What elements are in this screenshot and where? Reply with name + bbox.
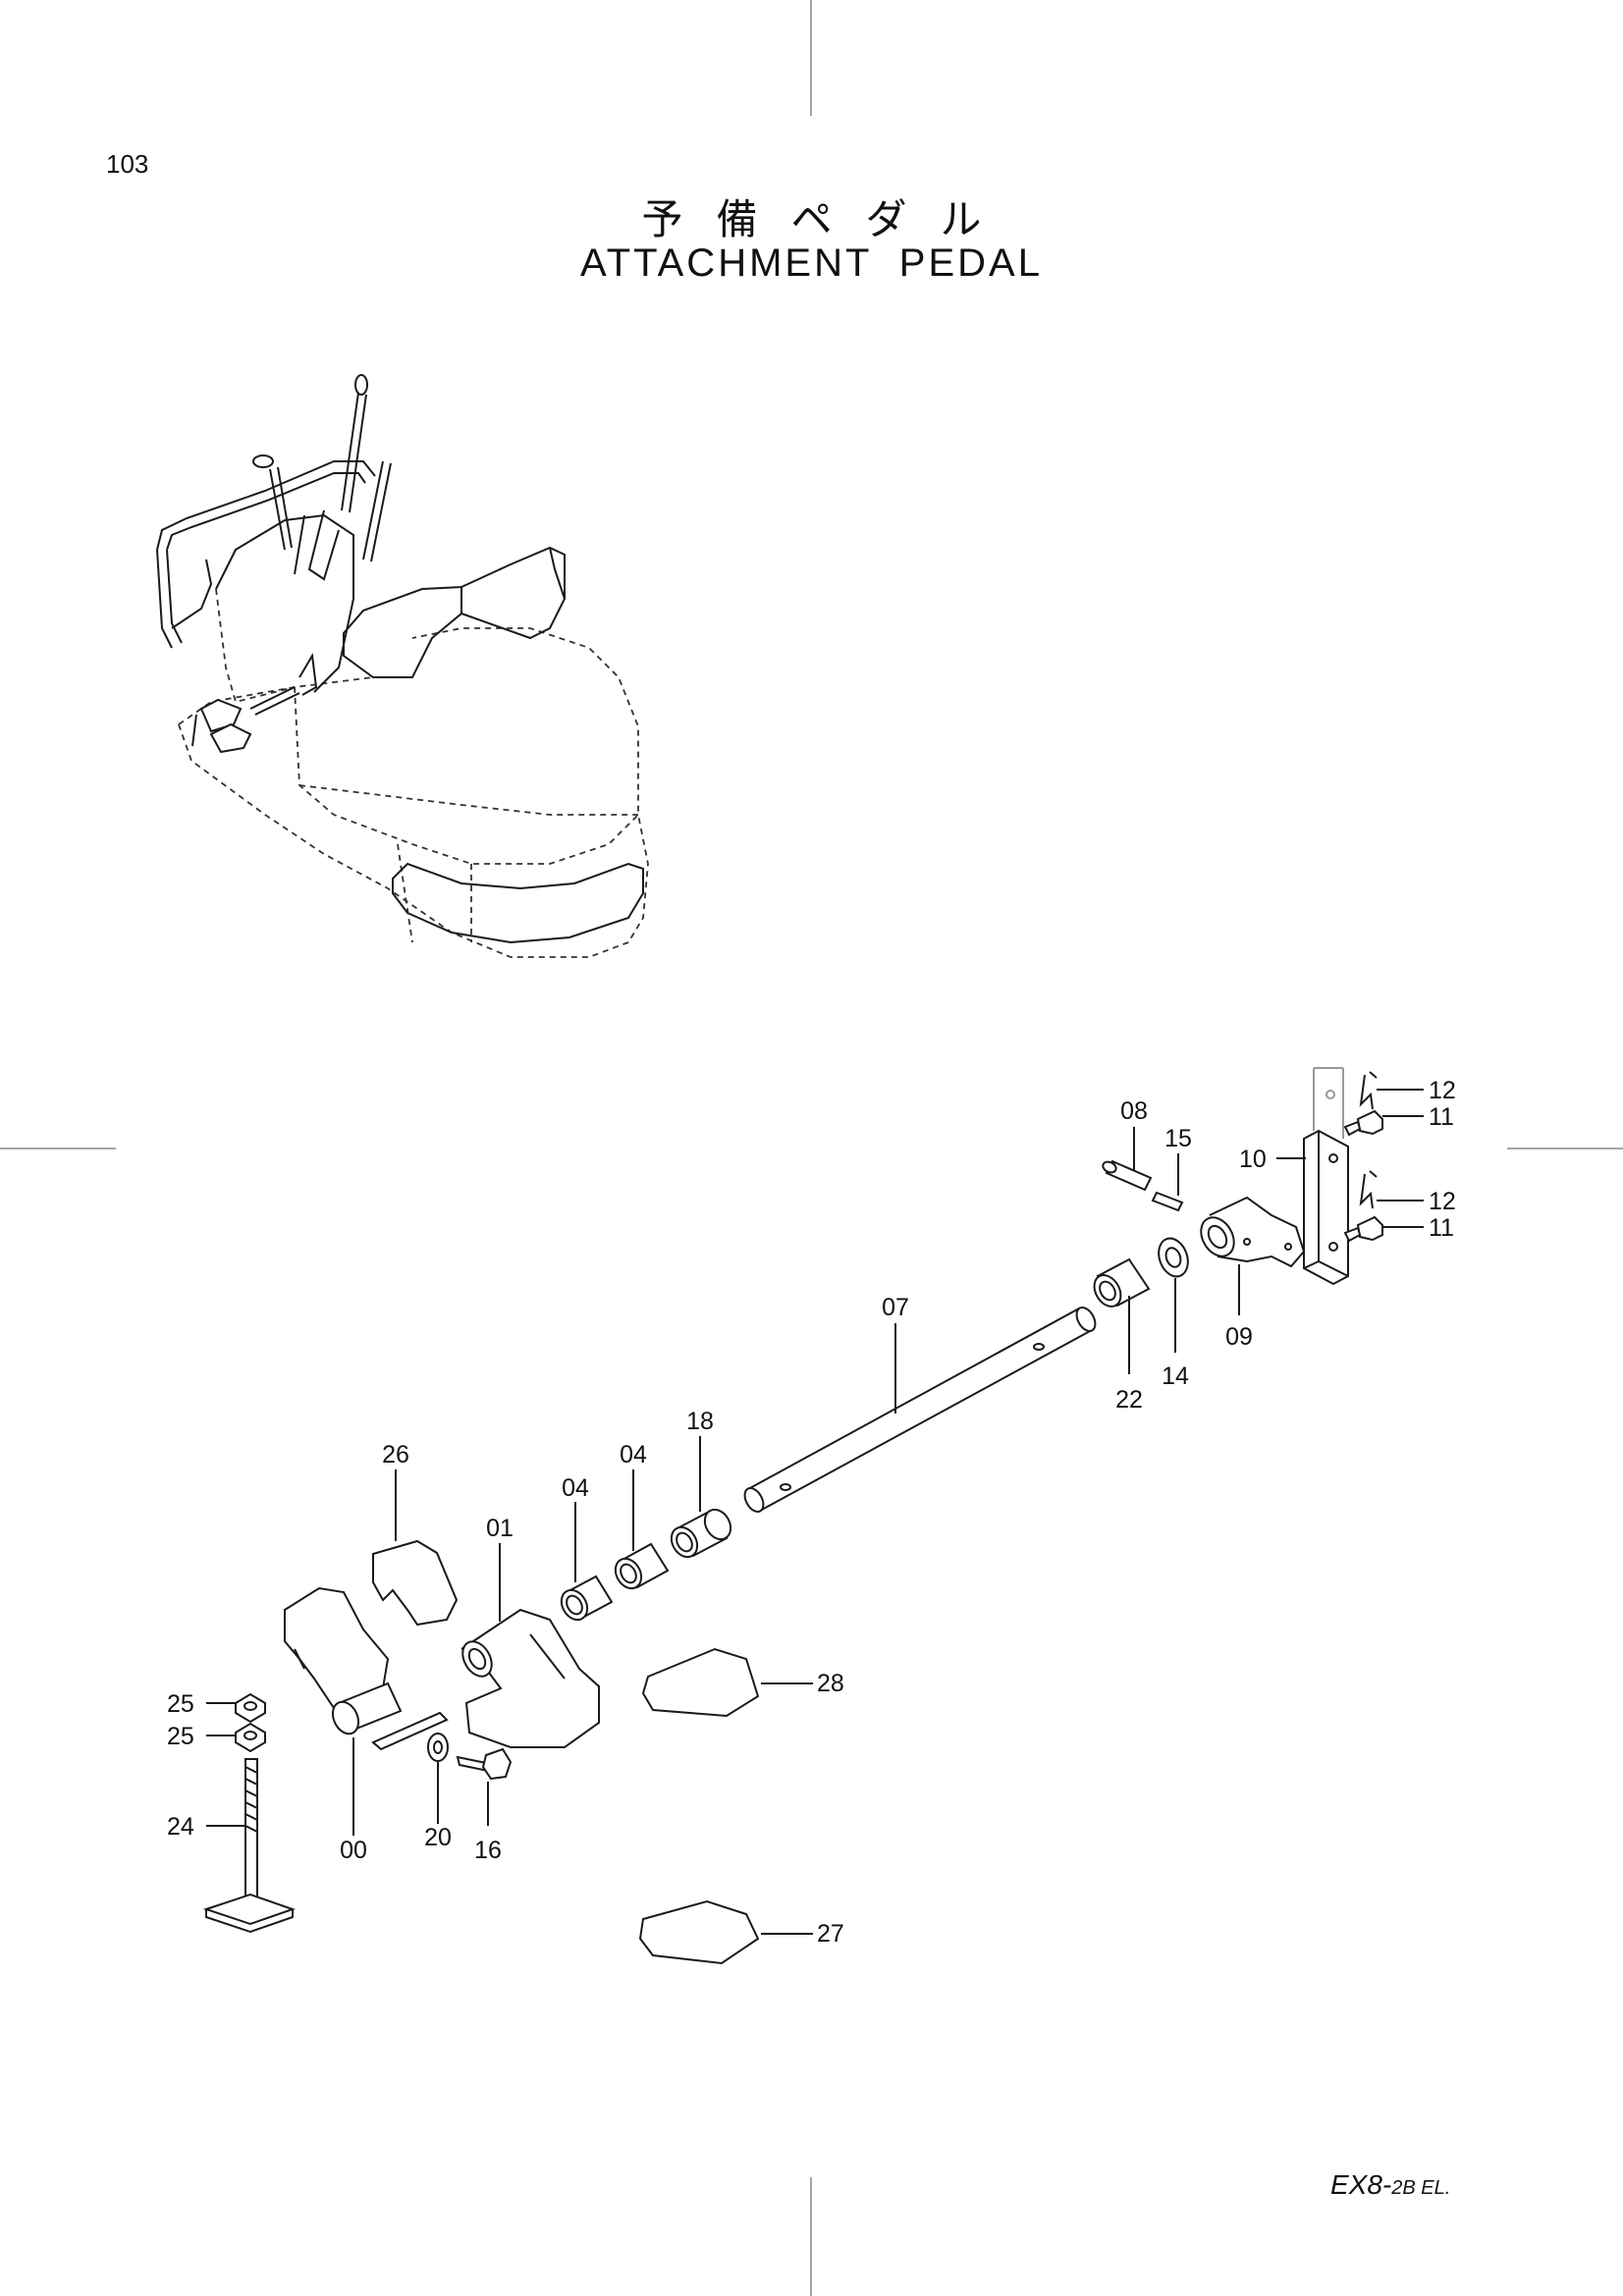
callout-28: 28 (817, 1670, 844, 1697)
callout-26: 26 (382, 1441, 409, 1468)
part-25-nut-lower (235, 1722, 266, 1753)
callout-09: 09 (1225, 1323, 1253, 1351)
part-12-clip-upper (1359, 1071, 1378, 1110)
callout-18: 18 (686, 1408, 714, 1435)
callout-11-upper: 11 (1429, 1103, 1454, 1131)
callout-04-lower: 04 (562, 1474, 589, 1502)
part-04-bushing-a (614, 1542, 670, 1590)
part-15-pin (1151, 1191, 1184, 1212)
callout-12-lower: 12 (1429, 1188, 1456, 1215)
part-26-cover (372, 1539, 459, 1627)
callout-12-upper: 12 (1429, 1077, 1456, 1104)
page-number: 103 (106, 149, 149, 179)
title-japanese: 予備ペダル (641, 195, 1015, 243)
callout-00: 00 (340, 1837, 367, 1864)
part-14-washer (1158, 1237, 1189, 1278)
part-11-bolt-upper (1343, 1109, 1383, 1137)
part-00-pedal-bracket (284, 1586, 449, 1751)
part-27-pad (638, 1899, 760, 1965)
callout-08: 08 (1120, 1097, 1148, 1125)
part-18-bushing (670, 1508, 732, 1559)
callout-15: 15 (1164, 1125, 1192, 1152)
callout-07: 07 (882, 1294, 909, 1321)
part-10-clevis (1303, 1067, 1349, 1286)
part-09-bracket (1200, 1196, 1306, 1268)
callout-20: 20 (424, 1824, 452, 1851)
part-12-clip-lower (1359, 1170, 1378, 1209)
title-english: ATTACHMENT PEDAL (580, 241, 1043, 285)
part-25-nut-upper (235, 1692, 266, 1724)
callout-25-lower: 25 (167, 1723, 194, 1750)
model-code-suffix: 2B EL. (1391, 2177, 1451, 2199)
part-11-bolt-lower (1343, 1215, 1383, 1243)
callout-10: 10 (1239, 1146, 1267, 1173)
callout-25-upper: 25 (167, 1690, 194, 1718)
part-28-pad (641, 1647, 760, 1718)
callout-14: 14 (1162, 1362, 1189, 1390)
callout-22: 22 (1115, 1386, 1143, 1414)
part-08-pin (1102, 1159, 1153, 1192)
callout-01: 01 (486, 1515, 514, 1542)
part-04-bushing-b (560, 1575, 614, 1622)
model-code-main: EX8- (1330, 2169, 1392, 2200)
callout-04-upper: 04 (620, 1441, 647, 1468)
machine-overview-sketch (156, 374, 649, 958)
part-07-shaft (743, 1306, 1097, 1514)
part-22-bushing (1093, 1257, 1151, 1308)
callout-24: 24 (167, 1813, 194, 1841)
part-24-stud (202, 1758, 297, 1934)
model-code: EX8-2B EL. (1330, 2169, 1450, 2201)
part-16-bolt (456, 1747, 513, 1781)
callout-11-lower: 11 (1429, 1214, 1454, 1242)
part-20-washer (427, 1733, 449, 1762)
part-01-pedal-arm (460, 1608, 600, 1748)
callout-27: 27 (817, 1920, 844, 1948)
callout-16: 16 (474, 1837, 502, 1864)
